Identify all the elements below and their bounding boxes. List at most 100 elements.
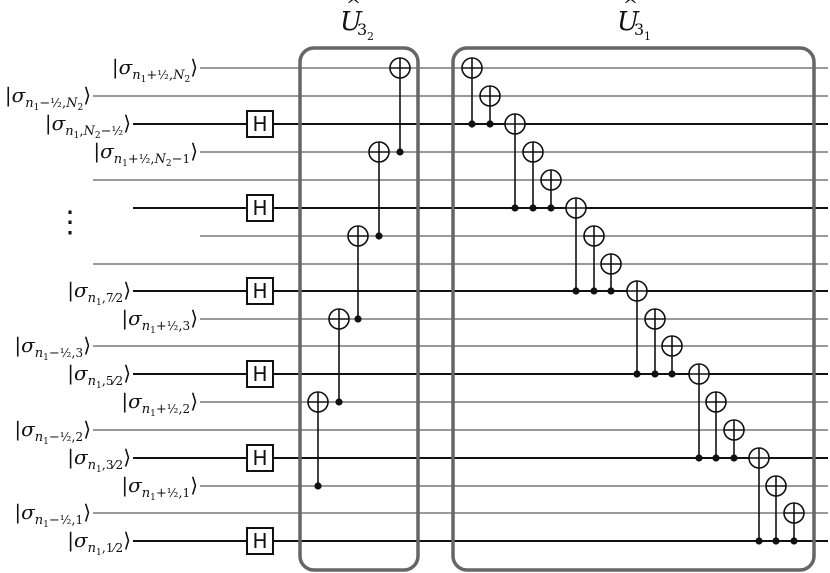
control-dot [755,537,763,545]
cnot-gate [723,419,745,462]
cnot-gate [661,335,683,378]
hadamard-label: H [252,196,267,220]
svg-text:|σn1,5⁄2⟩: |σn1,5⁄2⟩ [67,361,131,391]
wire-label-w9: |σn1+½,3⟩ [121,306,198,336]
block-title-u32: U ^ 3 2 [340,0,374,43]
wire-label-w15: |σn1+½,1⟩ [121,473,198,503]
cnot-gate [565,197,587,295]
control-dot [651,370,659,378]
control-dot [396,148,404,156]
svg-text:|σn1−½,1⟩: |σn1−½,1⟩ [14,500,91,530]
hadamard-gate: H [246,110,274,138]
cnot-gate [504,113,526,212]
control-dot [314,482,322,490]
svg-text:|σn1−½,3⟩: |σn1−½,3⟩ [14,333,91,363]
block-title-u31: U ^ 3 1 [617,0,651,43]
svg-text:^: ^ [623,0,638,16]
control-dot [511,204,519,212]
cnot-gate [600,253,622,295]
wire-label-w16: |σn1−½,1⟩ [14,500,91,530]
control-dot [486,120,494,128]
control-dot [772,537,780,545]
svg-text:|σn1+½,N2−1⟩: |σn1+½,N2−1⟩ [93,139,198,169]
control-dot [695,454,703,462]
cnot-gate [307,391,329,490]
wire-label-w3: |σn1+½,N2−1⟩ [93,139,198,169]
control-dot [668,370,676,378]
cnot-gate [389,57,411,156]
svg-text:|σn1,N2−½⟩: |σn1,N2−½⟩ [45,111,131,141]
u31-letter: U [617,7,640,37]
hadamard-label: H [252,112,267,136]
svg-text:|σn1,7⁄2⟩: |σn1,7⁄2⟩ [67,278,131,308]
wire-label-w2: |σn1,N2−½⟩ [45,111,131,141]
hadamard-label: H [252,279,267,303]
hadamard-label: H [252,362,267,386]
cnot-gate [688,363,710,462]
svg-text:|σn1−½,2⟩: |σn1−½,2⟩ [14,417,91,447]
control-dot [468,120,476,128]
svg-text:|σn1,3⁄2⟩: |σn1,3⁄2⟩ [67,445,131,475]
svg-text:|σn1+½,2⟩: |σn1+½,2⟩ [121,389,198,419]
hadamard-gate: H [246,277,274,305]
hadamard-gates: H H H H H H [246,110,274,555]
u32-sub: 3 [357,20,367,39]
block-u32-box [298,46,420,572]
cnot-gate [540,169,562,212]
wire-label-w0: |σn1+½,N2⟩ [112,55,198,85]
cnot-gate [583,225,605,295]
control-dot [572,287,580,295]
wires [93,67,828,542]
control-dot [633,370,641,378]
wire-label-w13: |σn1−½,2⟩ [14,417,91,447]
svg-text:|σn1+½,1⟩: |σn1+½,1⟩ [121,473,198,503]
control-dot [529,204,537,212]
hadamard-gate: H [246,444,274,472]
wire-label-w10: |σn1−½,3⟩ [14,333,91,363]
wire-label-w8: |σn1,7⁄2⟩ [67,278,131,308]
svg-text:|σn1+½,3⟩: |σn1+½,3⟩ [121,306,198,336]
cnot-gate [479,85,501,128]
wire-label-w14: |σn1,3⁄2⟩ [67,445,131,475]
cnot-gate [368,141,390,240]
svg-text:|σn1+½,N2⟩: |σn1+½,N2⟩ [112,55,198,85]
block-u31-box [451,46,816,572]
cnot-gate [626,280,648,378]
wire-label-w11: |σn1,5⁄2⟩ [67,361,131,391]
u31-sub: 3 [634,20,644,39]
svg-text:|σn1,1⁄2⟩: |σn1,1⁄2⟩ [67,528,131,558]
control-dot [335,398,343,406]
u31-subsub: 1 [644,30,651,43]
hadamard-label: H [252,446,267,470]
control-dot [607,287,615,295]
control-dot [712,454,720,462]
control-dot [590,287,598,295]
cnot-gate [705,391,727,462]
vertical-ellipsis: ⋮ [55,205,85,240]
control-dot [790,537,798,545]
wire-label-w17: |σn1,1⁄2⟩ [67,528,131,558]
hadamard-gate: H [246,527,274,555]
cnot-gate [328,308,350,406]
cnot-gate [765,475,787,545]
control-dot [375,232,383,240]
control-dot [547,204,555,212]
control-dot [354,315,362,323]
cnot-gates [307,57,805,545]
cnot-gate [522,141,544,212]
wire-label-w1: |σn1−½,N2⟩ [5,83,91,113]
hadamard-label: H [252,529,267,553]
cnot-gate [347,225,369,323]
cnot-gate [461,57,483,128]
wire-label-w12: |σn1+½,2⟩ [121,389,198,419]
cnot-gate [644,308,666,378]
u32-letter: U [340,7,363,37]
hadamard-gate: H [246,194,274,222]
wire-labels: |σn1+½,N2⟩ |σn1−½,N2⟩|σn1,N2−½⟩|σn1+½,N2−… [5,55,198,558]
svg-text:^: ^ [346,0,361,16]
control-dot [730,454,738,462]
svg-text:|σn1−½,N2⟩: |σn1−½,N2⟩ [5,83,91,113]
hadamard-gate: H [246,360,274,388]
u32-subsub: 2 [367,30,374,43]
